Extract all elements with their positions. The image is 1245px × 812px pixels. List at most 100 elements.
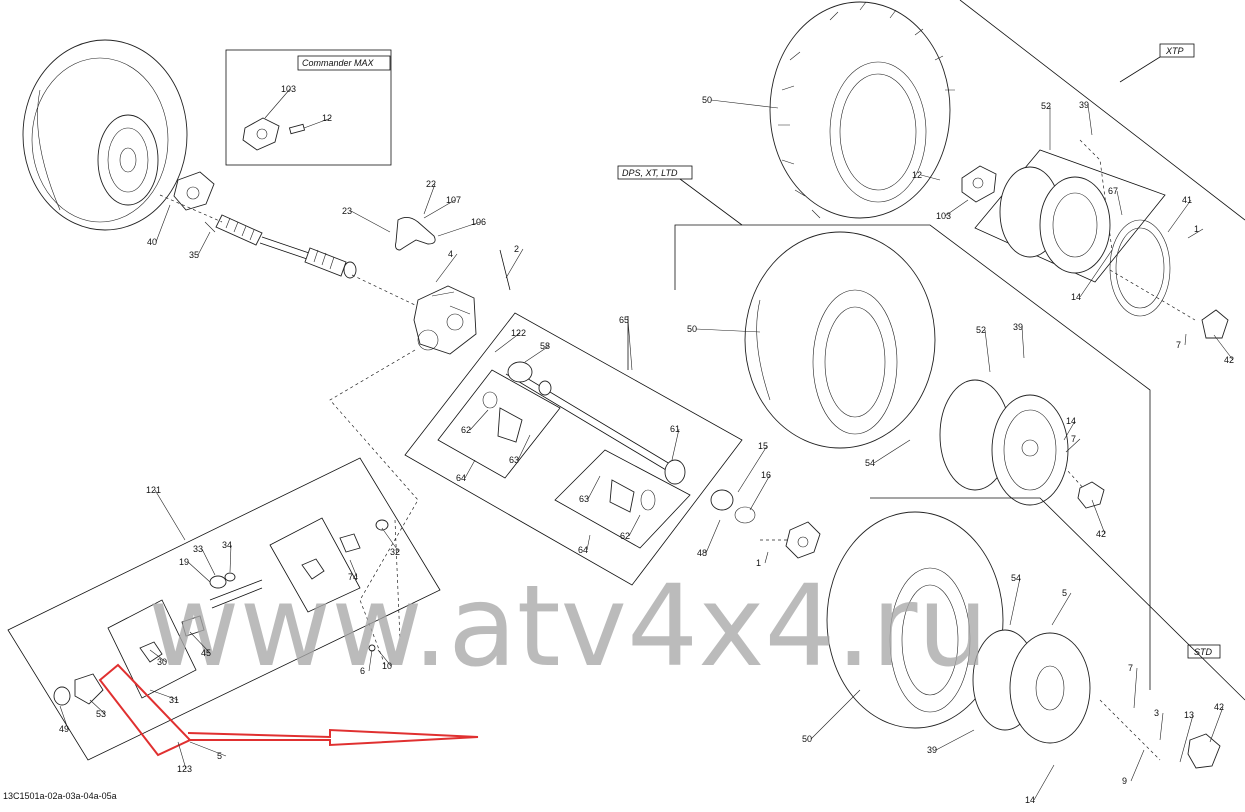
- leader-line: [517, 434, 531, 461]
- xtp-tire-50: [769, 1, 955, 219]
- leader-line: [873, 439, 911, 464]
- leader-line: [464, 459, 476, 479]
- part-label: 9: [1122, 776, 1127, 786]
- leader-line: [628, 514, 641, 537]
- part-label: 7: [1071, 434, 1076, 444]
- leader-line: [469, 409, 489, 431]
- leader-line: [1021, 326, 1025, 359]
- leader-line: [368, 649, 373, 672]
- rim-52-dps: [939, 379, 1069, 506]
- part-label: 103: [936, 211, 951, 221]
- hose-106: [395, 217, 436, 251]
- leader-line: [149, 649, 167, 663]
- part-label: 6: [360, 666, 365, 676]
- cap-42-dps: [1077, 481, 1105, 509]
- part-labels: 1123455677791012121314141415161922233031…: [59, 84, 1234, 805]
- leader-line: [423, 199, 456, 219]
- std-bracket: [870, 497, 1245, 701]
- leader-line: [810, 689, 861, 740]
- part-label: 5: [217, 751, 222, 761]
- part-label: 50: [687, 324, 697, 334]
- leader-line: [1167, 199, 1192, 233]
- leader-line: [737, 445, 768, 493]
- part-label: 1: [1194, 224, 1199, 234]
- leader-line: [264, 88, 291, 119]
- part-label: 14: [1066, 416, 1076, 426]
- leader-line: [177, 741, 187, 770]
- part-label: 35: [189, 250, 199, 260]
- part-label: 3: [1154, 708, 1159, 718]
- rim-52-std: [972, 629, 1091, 744]
- part-label: 103: [281, 84, 296, 94]
- part-label: 19: [179, 557, 189, 567]
- part-label: 40: [147, 237, 157, 247]
- hub-48: [785, 521, 821, 559]
- box-121: [7, 457, 441, 761]
- part-label: 50: [702, 95, 712, 105]
- leader-line: [1159, 712, 1164, 741]
- leader-line: [197, 231, 211, 256]
- highlight-arrow: [98, 663, 479, 757]
- leader-line: [1209, 706, 1224, 743]
- part-label: 33: [193, 544, 203, 554]
- leader-line: [350, 210, 391, 233]
- part-label: 45: [201, 648, 211, 658]
- leader-line: [935, 729, 975, 751]
- part-label: 63: [579, 494, 589, 504]
- leader-line: [89, 699, 106, 715]
- leader-line: [1213, 334, 1234, 361]
- leader-line: [524, 345, 550, 363]
- cap-42-std: [1187, 733, 1221, 769]
- drive-shaft-35: [215, 214, 357, 279]
- part-label: 39: [1079, 100, 1089, 110]
- part-label: 53: [96, 709, 106, 719]
- leader-line: [435, 253, 458, 283]
- hub-103-xtp: [961, 165, 997, 203]
- axle-box-65: [404, 312, 743, 586]
- leader-line: [1009, 577, 1021, 626]
- part-label: 12: [322, 113, 332, 123]
- leader-line: [155, 204, 171, 243]
- leader-line: [494, 332, 521, 353]
- leader-line: [944, 199, 969, 217]
- leader-line: [303, 117, 332, 129]
- leader-line: [1133, 667, 1138, 709]
- part-label: 4: [448, 249, 453, 259]
- part-label: 54: [1011, 573, 1021, 583]
- dps-tire-50: [744, 231, 936, 449]
- leader-line: [764, 551, 769, 564]
- leader-line: [381, 527, 400, 553]
- leader-line: [189, 631, 211, 654]
- yoke-53: [53, 673, 104, 706]
- leader-line: [377, 649, 392, 667]
- commander-max-box: [225, 49, 392, 166]
- leader-line: [1184, 333, 1187, 346]
- part-label: 7: [1176, 340, 1181, 350]
- part-label: 61: [670, 424, 680, 434]
- part-label: 67: [1108, 186, 1118, 196]
- part-label: 10: [382, 661, 392, 671]
- leader-line: [1051, 592, 1072, 626]
- leader-line: [437, 221, 481, 237]
- tag-commander-max: Commander MAX: [302, 58, 375, 68]
- xtp-bracket: [959, 0, 1245, 221]
- part-label: 32: [390, 547, 400, 557]
- part-label: 42: [1214, 702, 1224, 712]
- leader-line: [149, 689, 179, 701]
- std-tire-50: [826, 511, 1004, 729]
- part-label: 13: [1184, 710, 1194, 720]
- leader-line: [1079, 249, 1113, 298]
- part-label: 34: [222, 540, 232, 550]
- part-label: 14: [1071, 292, 1081, 302]
- leader-line: [671, 428, 680, 461]
- leader-line: [710, 99, 779, 109]
- dps-tag-box: [617, 165, 693, 180]
- part-label: 1: [756, 558, 761, 568]
- part-label: 65: [619, 315, 629, 325]
- part-label: 122: [511, 328, 526, 338]
- bearing: [710, 489, 756, 524]
- part-label: 42: [1096, 529, 1106, 539]
- part-label: 14: [1025, 795, 1035, 805]
- part-label: 107: [446, 195, 461, 205]
- leader-line: [587, 475, 601, 500]
